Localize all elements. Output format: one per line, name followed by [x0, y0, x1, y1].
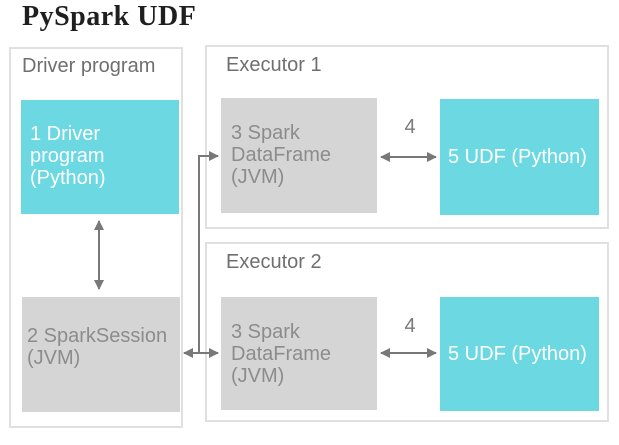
node-spark-dataframe-jvm-2: 3 Spark DataFrame (JVM) — [221, 297, 377, 410]
node-spark-dataframe-jvm-1: 3 Spark DataFrame (JVM) — [221, 98, 377, 213]
node-text-line: (Python) — [30, 167, 106, 189]
node-driver-program-python: 1 Driver program (Python) — [21, 100, 179, 214]
diagram-title: PySpark UDF — [22, 1, 197, 32]
executor-2-container: Executor 2 3 Spark DataFrame (JVM) 4 5 U… — [205, 242, 609, 422]
arrow-label-4-executor2: 4 — [404, 315, 416, 337]
node-text-line: 1 Driver — [30, 123, 101, 145]
node-text-line: 3 Spark — [231, 321, 300, 343]
executor-2-label: Executor 2 — [226, 251, 322, 273]
node-text-line: DataFrame — [231, 343, 332, 365]
node-udf-python-2: 5 UDF (Python) — [440, 297, 599, 411]
executor-1-label: Executor 1 — [226, 54, 322, 76]
node-text-line: (JVM) — [231, 166, 285, 188]
node-text-line: 3 Spark — [231, 122, 300, 144]
arrow-label-4-executor1: 4 — [404, 116, 416, 138]
node-text-line: 2 SparkSession — [27, 325, 168, 347]
executor-1-container: Executor 1 3 Spark DataFrame (JVM) 4 5 U… — [205, 45, 609, 229]
node-sparksession-jvm: 2 SparkSession (JVM) — [22, 297, 180, 412]
driver-program-container: Driver program 1 Driver program (Python)… — [9, 47, 183, 428]
node-text-line: (JVM) — [231, 365, 285, 387]
node-udf-python-1: 5 UDF (Python) — [440, 99, 599, 215]
driver-program-label: Driver program — [22, 55, 156, 77]
node-text-line: (JVM) — [27, 347, 81, 369]
node-text-line: program — [30, 145, 105, 167]
node-text-line: DataFrame — [231, 144, 332, 166]
